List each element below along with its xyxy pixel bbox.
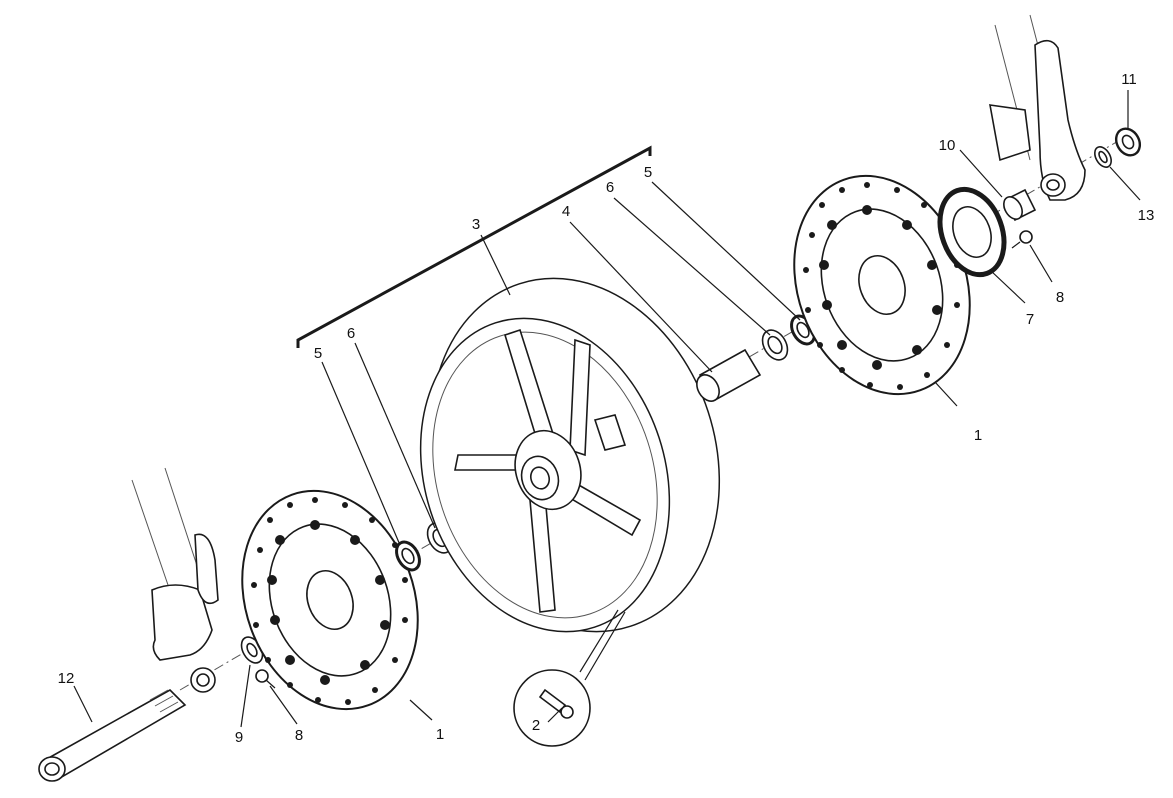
axle-nut <box>1114 127 1142 157</box>
callout-8-left: 8 <box>295 727 303 744</box>
callout-12: 12 <box>58 670 75 687</box>
callout-6-left: 6 <box>347 325 355 342</box>
callout-10: 10 <box>939 137 956 154</box>
callout-labels: 1 1 2 3 4 5 5 6 6 7 8 8 9 10 11 12 13 <box>58 71 1155 746</box>
valve-detail-inset <box>513 609 626 747</box>
spacer-right <box>1003 188 1037 222</box>
wheel-spacer-tube <box>696 348 762 402</box>
callout-8-right: 8 <box>1056 289 1064 306</box>
callout-13: 13 <box>1138 207 1155 224</box>
front-axle <box>38 689 187 782</box>
wheel-rim <box>419 277 721 633</box>
callout-1-right: 1 <box>974 427 982 444</box>
assembly-bracket <box>296 145 652 348</box>
callout-2: 2 <box>532 717 540 734</box>
callout-6-right: 6 <box>606 179 614 196</box>
brake-disc-left <box>241 489 419 711</box>
callout-3: 3 <box>472 216 480 233</box>
left-fork-leg <box>131 467 219 693</box>
disc-bolt-right <box>1011 230 1033 249</box>
right-fork-leg <box>989 14 1086 201</box>
callout-11: 11 <box>1121 71 1137 88</box>
bearing-right <box>761 329 789 361</box>
callout-9: 9 <box>235 729 243 746</box>
callout-1-left: 1 <box>436 726 444 743</box>
oil-seal-left <box>395 540 421 572</box>
callout-7: 7 <box>1026 311 1034 328</box>
callout-5-left: 5 <box>314 345 322 362</box>
callout-4: 4 <box>562 203 570 220</box>
callout-5-right: 5 <box>644 164 652 181</box>
leader-lines <box>73 90 1141 728</box>
disc-bolt-left <box>255 669 276 689</box>
washer-right <box>1094 146 1112 168</box>
abs-phonic-ring <box>937 186 1007 278</box>
brake-disc-right <box>793 174 971 396</box>
